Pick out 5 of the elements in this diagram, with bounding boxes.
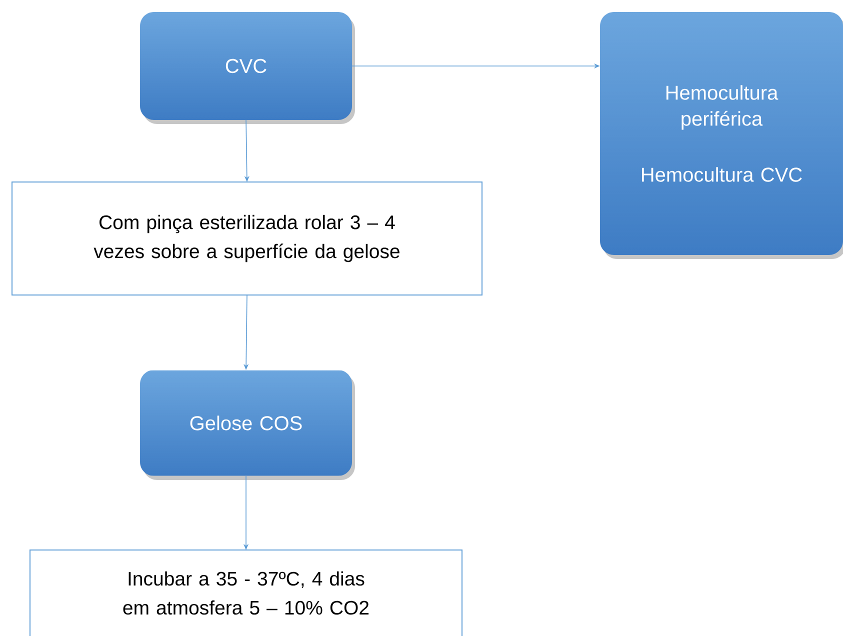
step-box: Incubar a 35 - 37ºC, 4 dias em atmosfera 5 – 10% CO2 <box>30 550 462 636</box>
step-box: Com pinça esterilizada rolar 3 – 4 vezes sobre a superfície da gelose <box>12 182 482 296</box>
process-box: Gelose COS <box>140 370 355 480</box>
process-box: CVC <box>140 12 355 124</box>
process-box: Hemocultura periférica Hemocultura CVC <box>600 12 843 259</box>
